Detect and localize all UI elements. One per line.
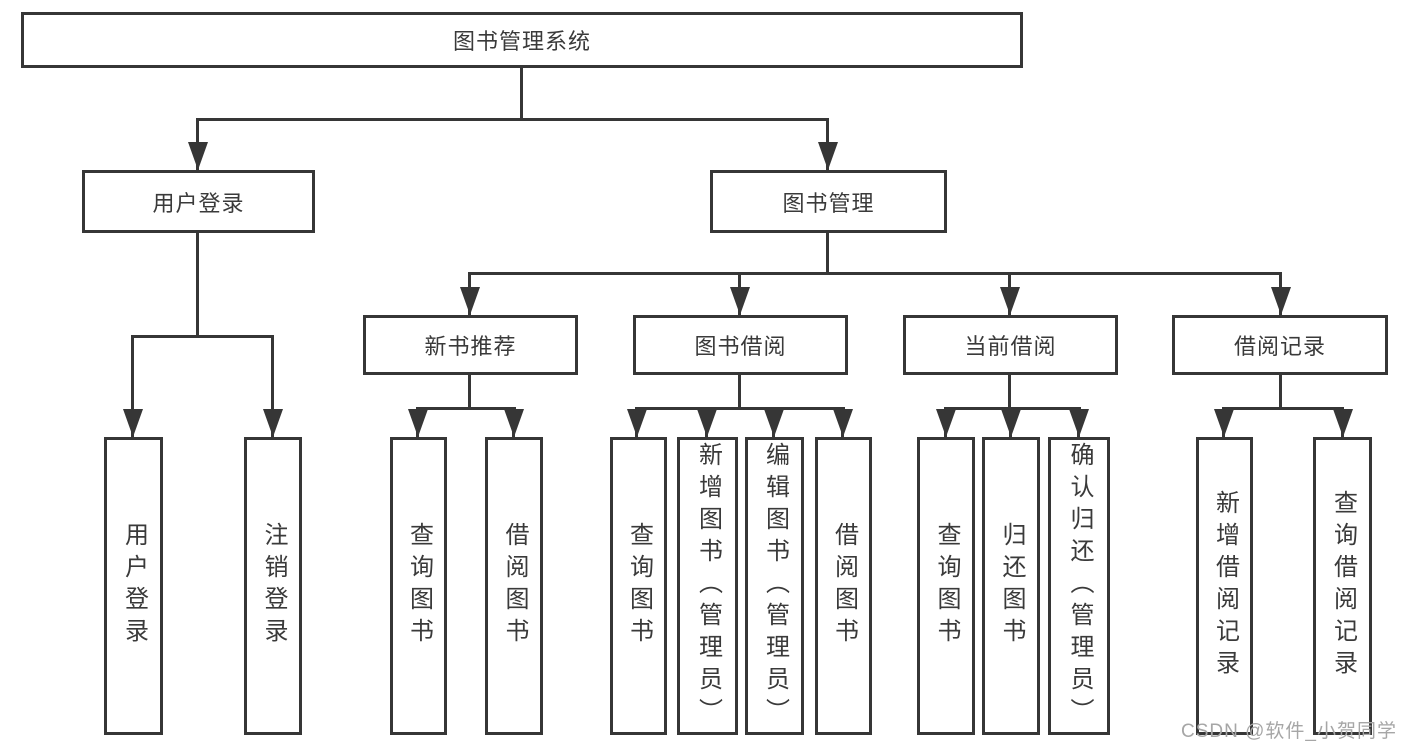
leaf-bb-edit-books-admin-label: 编辑图书（管理员）	[761, 442, 789, 730]
leaf-bb-edit-books-admin: 编辑图书（管理员）	[745, 437, 804, 735]
node-new-book-rec-label: 新书推荐	[424, 334, 517, 359]
node-book-borrow-label: 图书借阅	[694, 334, 787, 359]
leaf-nbr-borrow-books: 借阅图书	[485, 437, 543, 735]
node-borrow-records-label: 借阅记录	[1233, 334, 1326, 359]
connector-g0-rail	[416, 407, 516, 410]
leaf-bb-add-books-admin: 新增图书（管理员）	[677, 437, 738, 735]
leaf-bb-query-books-label: 查询图书	[625, 522, 653, 650]
leaf-cb-confirm-return-admin-label: 确认归还（管理员）	[1066, 442, 1093, 730]
leaf-br-add-record-label: 新增借阅记录	[1211, 490, 1239, 682]
arrow-g1-leaf-2	[764, 409, 784, 437]
leaf-nbr-borrow-books-label: 借阅图书	[501, 522, 528, 650]
arrow-user-login	[188, 142, 208, 170]
connector-level3-rail	[468, 272, 1282, 275]
leaf-user-login: 用户登录	[104, 437, 163, 735]
leaf-bb-query-books: 查询图书	[610, 437, 667, 735]
node-current-borrow-label: 当前借阅	[964, 334, 1057, 359]
leaf-cb-return-books: 归还图书	[982, 437, 1040, 735]
node-user-login-branch: 用户登录	[82, 170, 315, 233]
connector-g2-stem	[1008, 375, 1011, 407]
leaf-cb-return-books-label: 归还图书	[998, 522, 1025, 650]
connector-g3-rail	[1222, 407, 1344, 410]
arrow-book-mgmt	[818, 142, 838, 170]
leaf-cb-query-books-label: 查询图书	[933, 522, 960, 650]
connector-drop-leaf-logout	[271, 335, 274, 437]
arrow-g1-leaf-1	[697, 409, 717, 437]
connector-root-stem	[520, 68, 523, 118]
connector-g1-rail	[635, 407, 845, 410]
node-user-login-label: 用户登录	[152, 190, 245, 216]
connector-g1-stem	[738, 375, 741, 407]
leaf-bb-borrow-books-label: 借阅图书	[830, 522, 858, 650]
leaf-nbr-query-books-label: 查询图书	[405, 522, 433, 650]
arrow-g2-leaf-1	[1001, 409, 1021, 437]
node-book-borrow: 图书借阅	[633, 315, 848, 375]
leaf-bb-add-books-admin-label: 新增图书（管理员）	[694, 442, 722, 730]
connector-user-stem	[196, 233, 199, 335]
arrow-g2-leaf-0	[936, 409, 956, 437]
arrow-leaf-logout	[263, 409, 283, 437]
node-borrow-records: 借阅记录	[1172, 315, 1388, 375]
connector-g2-rail	[944, 407, 1081, 410]
arrow-g0-leaf-1	[504, 409, 524, 437]
leaf-cb-confirm-return-admin: 确认归还（管理员）	[1048, 437, 1110, 735]
arrow-borrow	[730, 287, 750, 315]
leaf-logout: 注销登录	[244, 437, 302, 735]
node-root-label: 图书管理系统	[452, 29, 591, 54]
arrow-current	[1000, 287, 1020, 315]
connector-g0-stem	[468, 375, 471, 407]
leaf-bb-borrow-books: 借阅图书	[815, 437, 872, 735]
node-root: 图书管理系统	[21, 12, 1023, 68]
connector-mgmt-stem	[826, 233, 829, 272]
arrow-g2-leaf-2	[1069, 409, 1089, 437]
leaf-br-query-record: 查询借阅记录	[1313, 437, 1372, 735]
arrow-g1-leaf-3	[833, 409, 853, 437]
node-new-book-rec: 新书推荐	[363, 315, 578, 375]
arrow-records	[1271, 287, 1291, 315]
csdn-watermark: CSDN @软件_小贺同学	[1181, 721, 1397, 742]
arrow-leaf-login	[123, 409, 143, 437]
arrow-g0-leaf-0	[408, 409, 428, 437]
leaf-logout-label: 注销登录	[260, 522, 287, 650]
connector-user-rail	[131, 335, 274, 338]
leaf-user-login-label: 用户登录	[120, 522, 148, 650]
leaf-nbr-query-books: 查询图书	[390, 437, 447, 735]
arrow-newbook	[460, 287, 480, 315]
arrow-g3-leaf-1	[1333, 409, 1353, 437]
connector-g3-stem	[1279, 375, 1282, 407]
connector-level2-rail	[196, 118, 829, 121]
node-book-mgmt-label: 图书管理	[782, 190, 875, 216]
arrow-g3-leaf-0	[1214, 409, 1234, 437]
leaf-br-add-record: 新增借阅记录	[1196, 437, 1253, 735]
leaf-cb-query-books: 查询图书	[917, 437, 975, 735]
node-current-borrow: 当前借阅	[903, 315, 1118, 375]
leaf-br-query-record-label: 查询借阅记录	[1329, 490, 1357, 682]
node-book-mgmt-branch: 图书管理	[710, 170, 947, 233]
connector-drop-leaf-login	[131, 335, 134, 437]
arrow-g1-leaf-0	[627, 409, 647, 437]
